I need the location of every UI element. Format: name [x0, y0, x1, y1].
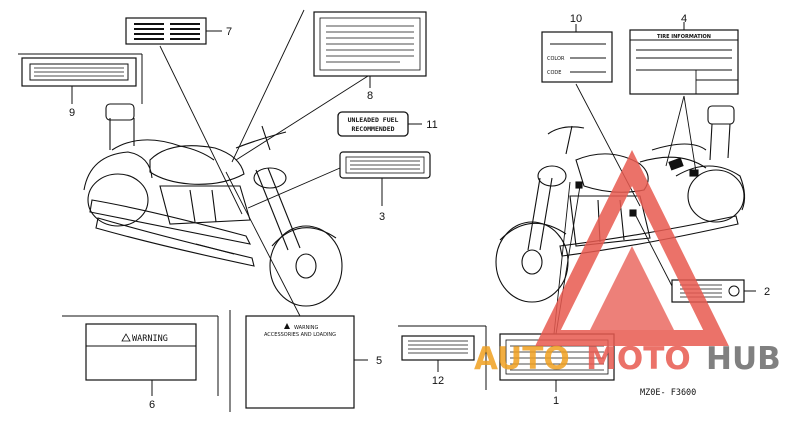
warning5-line2: ACCESSORIES AND LOADING: [264, 332, 336, 338]
callout-1: 1: [553, 395, 559, 407]
callout-6: 6: [149, 399, 155, 411]
label-9: [18, 53, 143, 104]
label-7: [125, 17, 222, 45]
label-3: [339, 151, 431, 206]
callout-3: 3: [379, 211, 385, 223]
callout-8: 8: [367, 90, 373, 102]
left-motorcycle-drawing: [83, 103, 343, 307]
warning5-line1: WARNING: [294, 325, 319, 331]
label-4-tire-info: TIRE INFORMATION: [629, 22, 739, 95]
watermark-logo: AUTO MOTO HUB: [474, 149, 781, 377]
label-10-color-code: COLOR CODE: [541, 24, 613, 83]
watermark-auto: AUTO: [474, 341, 570, 377]
callout-9: 9: [69, 107, 75, 119]
watermark-moto: MOTO: [586, 341, 691, 377]
warning6-text: WARNING: [132, 334, 168, 344]
right-motorcycle-drawing: [495, 105, 746, 303]
callout-numbers: 1 2 3 4 5 6 7 8 9 10 11 12: [69, 13, 770, 411]
label-6-warning: WARNING: [62, 315, 219, 396]
callout-4: 4: [681, 13, 687, 25]
callout-7: 7: [226, 26, 232, 38]
callout-10: 10: [570, 13, 582, 25]
callout-11: 11: [426, 119, 437, 131]
watermark-hub: HUB: [706, 341, 781, 377]
label-12: [398, 325, 487, 390]
label-5-warning-loading: WARNING ACCESSORIES AND LOADING: [229, 310, 368, 412]
callout-5: 5: [376, 355, 382, 367]
tire-info-title: TIRE INFORMATION: [657, 34, 711, 40]
label-11-fuel: UNLEADED FUEL RECOMMENDED: [337, 111, 422, 137]
color-field-label: COLOR: [547, 56, 565, 62]
fuel-label-line1: UNLEADED FUEL: [348, 116, 399, 124]
callout-12: 12: [432, 375, 444, 387]
diagram-code: MZ0E- F3600: [640, 388, 696, 398]
label-8: [313, 11, 427, 88]
code-field-label: CODE: [547, 70, 561, 76]
callout-2: 2: [764, 286, 770, 298]
fuel-label-line2: RECOMMENDED: [351, 125, 394, 133]
